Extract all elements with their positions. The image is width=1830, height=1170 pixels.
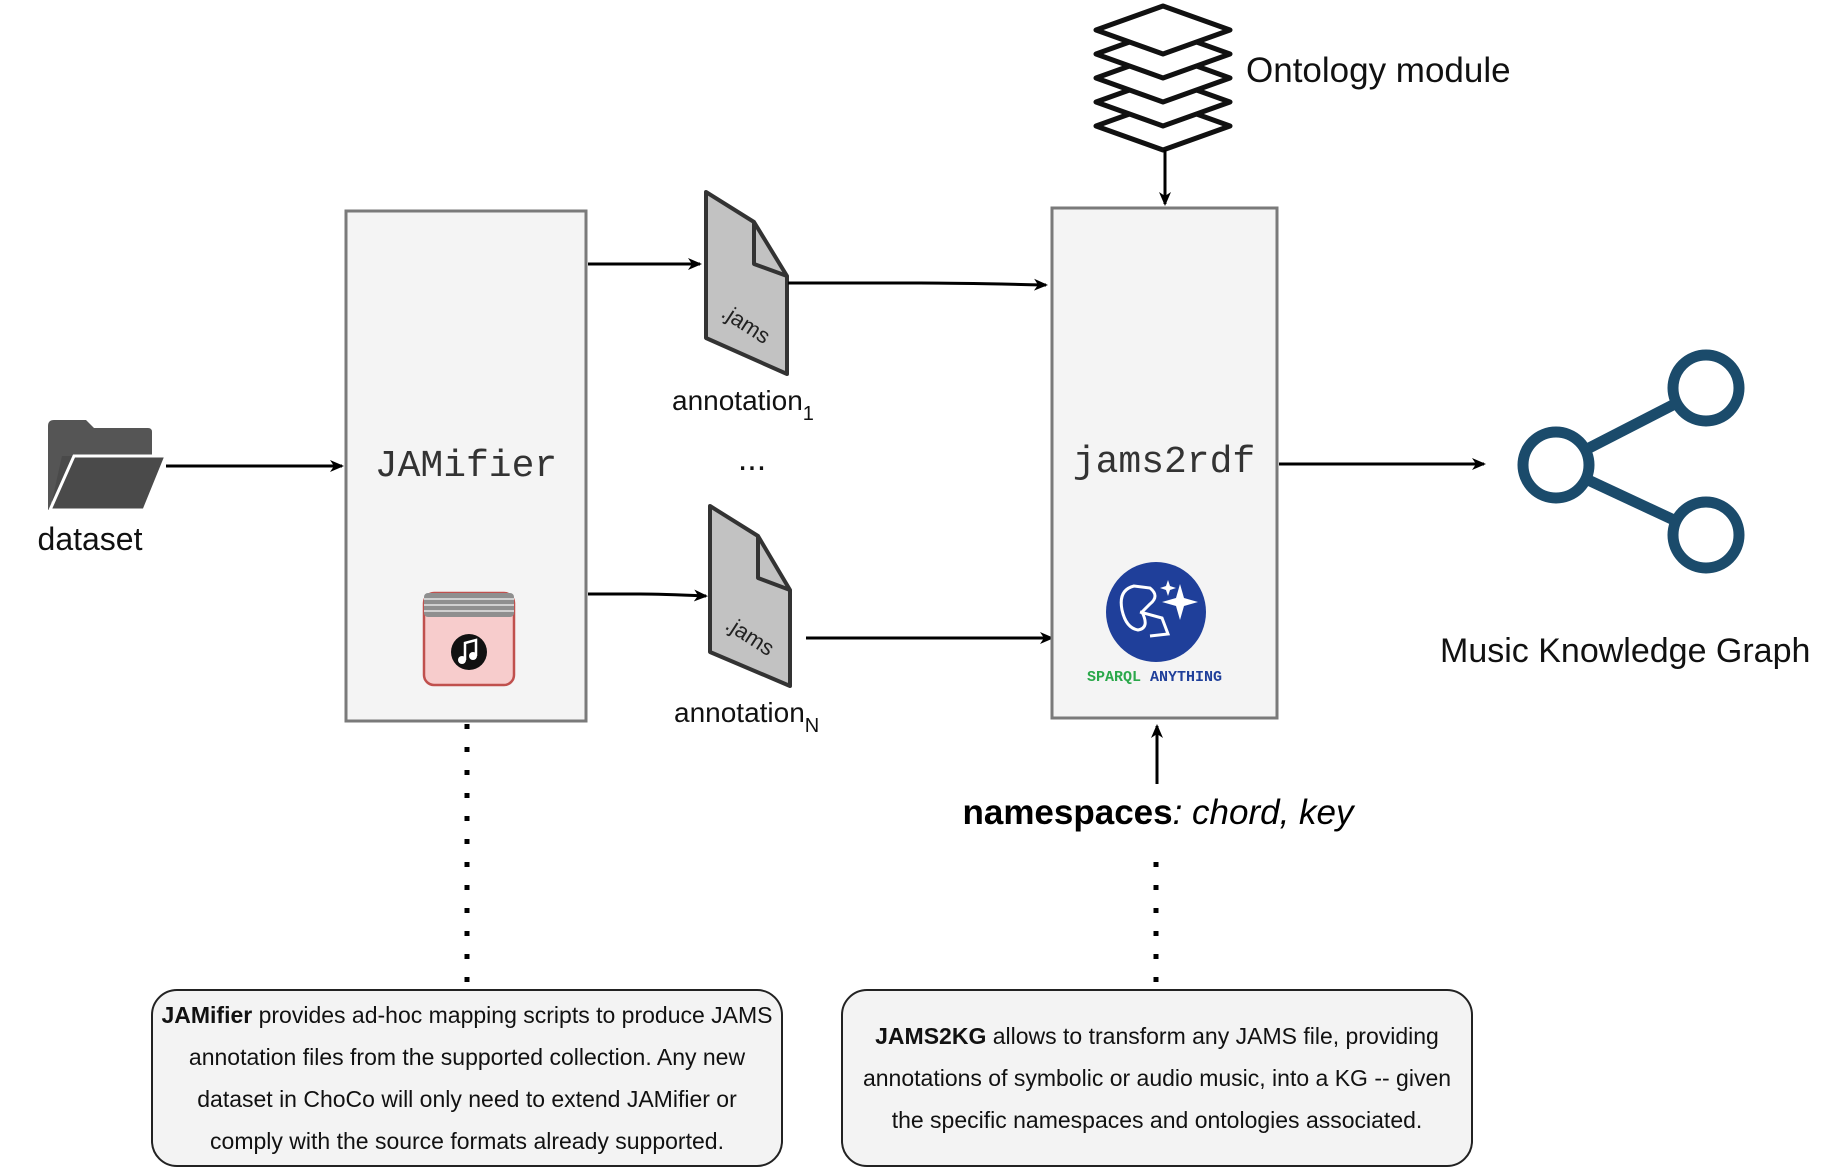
jamifier-note-bold: JAMifier (161, 1002, 253, 1028)
namespaces-label: namespaces: chord, key (962, 793, 1356, 832)
jams-file-icon-1: .jams (704, 190, 789, 376)
annotation-1-label: annotation1 (672, 385, 814, 425)
graph-label: Music Knowledge Graph (1440, 632, 1810, 670)
sparql-logo-text-2: ANYTHING (1150, 669, 1222, 686)
sparql-logo-text-1: SPARQL (1087, 669, 1141, 686)
dataset-label: dataset (38, 521, 143, 557)
share-graph-icon (1517, 349, 1745, 574)
jams2kg-note: JAMS2KG allows to transform any JAMS fil… (841, 989, 1473, 1167)
sparql-anything-logo: SPARQL ANYTHING (1087, 562, 1222, 686)
jamifier-label: JAMifier (375, 445, 557, 488)
layers-icon (1093, 3, 1233, 153)
ontology-label: Ontology module (1246, 51, 1511, 90)
arrow-jamifier-to-annotation-n (588, 589, 708, 602)
ellipsis: ... (738, 440, 766, 478)
jamifier-note: JAMifier provides ad-hoc mapping scripts… (151, 989, 783, 1167)
arrow-annotation-1-to-jams2rdf (788, 278, 1048, 291)
jams2kg-note-bold: JAMS2KG (875, 1023, 987, 1049)
jamifier-note-body: provides ad-hoc mapping scripts to produ… (188, 1002, 773, 1154)
jams-file-icon-n: .jams (708, 504, 792, 688)
jams2kg-note-text: JAMS2KG allows to transform any JAMS fil… (851, 1015, 1463, 1141)
annotation-n-label: annotationN (674, 697, 819, 737)
jams2rdf-label: jams2rdf (1073, 441, 1255, 484)
jams2kg-note-body: allows to transform any JAMS file, provi… (862, 1023, 1452, 1133)
folder-icon (47, 420, 169, 512)
music-file-icon (422, 591, 516, 687)
jamifier-note-text: JAMifier provides ad-hoc mapping scripts… (161, 994, 773, 1162)
